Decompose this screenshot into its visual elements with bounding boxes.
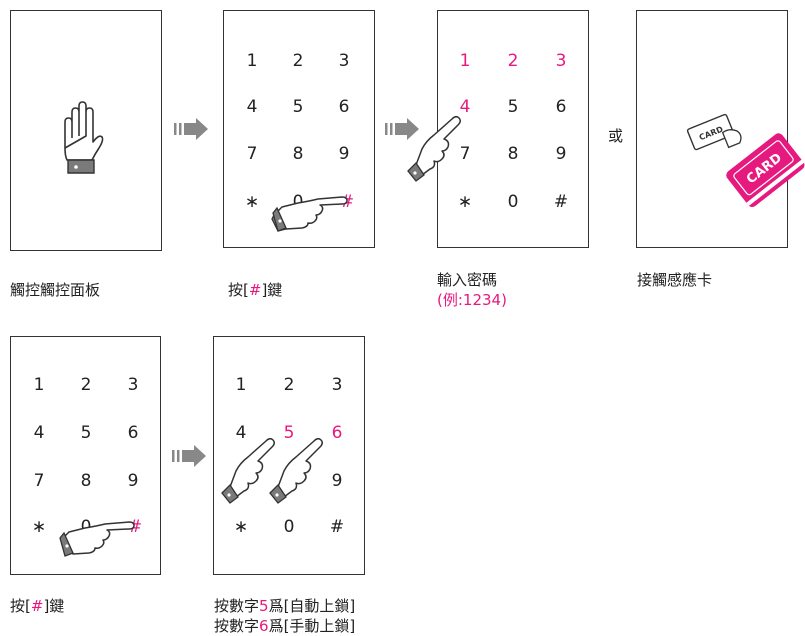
keypad-key-9: 9	[127, 471, 139, 491]
keypad-key-8: 8	[292, 144, 304, 164]
keypad-key-9: 9	[555, 144, 567, 164]
pointing-hand-icon	[407, 115, 462, 182]
card-reader-panel-step4: CARD CARD	[636, 10, 805, 248]
caption-step5-suffix: ]鍵	[43, 597, 65, 615]
pointing-hand-icon	[271, 196, 348, 232]
keypad-key-5: 5	[507, 97, 519, 117]
keypad-key-2: 2	[283, 375, 295, 395]
keypad-key-hash: #	[553, 192, 569, 212]
keypad-key-star: ∗	[233, 517, 249, 537]
keypad-key-0: 0	[283, 517, 295, 537]
caption-step6-line2-num: 6	[259, 617, 269, 635]
keypad-key-2: 2	[292, 51, 304, 71]
caption-step3: 輸入密碼 (例:1234)	[437, 270, 507, 310]
keypad-key-2-highlighted: 2	[507, 51, 519, 71]
caption-step6-line2: 按數字6爲[手動上鎖]	[214, 616, 355, 636]
keypad-key-6: 6	[555, 97, 567, 117]
keypad-key-1: 1	[246, 51, 258, 71]
caption-step1: 觸控觸控面板	[10, 280, 100, 300]
keypad-key-0: 0	[292, 192, 304, 212]
caption-step1-text: 觸控觸控面板	[10, 281, 101, 299]
keypad-key-3: 3	[338, 51, 350, 71]
pointing-hand-icon	[269, 437, 324, 504]
keypad-key-3: 3	[331, 375, 343, 395]
keypad-key-3-highlighted: 3	[555, 51, 567, 71]
keypad-key-9: 9	[331, 471, 343, 491]
card-touch-illustration: CARD CARD	[686, 113, 805, 208]
keypad-key-7: 7	[33, 471, 45, 491]
pointing-hand-icon	[59, 521, 135, 557]
pointing-hand-icon	[221, 437, 276, 504]
caption-step2-prefix: 按[	[228, 281, 249, 299]
keypad-key-3: 3	[127, 375, 139, 395]
keypad-key-4: 4	[246, 97, 258, 117]
keypad-key-5: 5	[292, 97, 304, 117]
caption-step4: 接觸感應卡	[637, 270, 712, 290]
keypad-key-5: 5	[80, 423, 92, 443]
keypad-key-2: 2	[80, 375, 92, 395]
caption-step2: 按[#]鍵	[228, 280, 282, 300]
caption-step2-suffix: ]鍵	[261, 281, 283, 299]
caption-step6-line1-prefix: 按數字	[214, 597, 260, 615]
caption-step6-line2-prefix: 按數字	[214, 617, 260, 635]
caption-step5-key: #	[30, 597, 44, 615]
keypad-panel-step5: 1 2 3 4 5 6 7 8 9 ∗ 0 #	[10, 336, 161, 575]
caption-step3-line1: 輸入密碼	[437, 271, 498, 289]
keypad-key-0: 0	[80, 517, 92, 537]
keypad-key-9: 9	[338, 144, 350, 164]
keypad-key-4: 4	[33, 423, 45, 443]
caption-step5: 按[#]鍵	[10, 596, 64, 616]
next-step-arrow-1	[174, 118, 210, 144]
keypad-key-1-highlighted: 1	[459, 51, 471, 71]
keypad-key-4: 4	[235, 423, 247, 443]
keypad-key-0: 0	[507, 192, 519, 212]
keypad-panel-step2: 1 2 3 4 5 6 7 8 9 ∗ 0 #	[223, 10, 375, 248]
keypad-key-1: 1	[33, 375, 45, 395]
touch-panel-step1	[10, 10, 162, 251]
keypad-key-6: 6	[338, 97, 350, 117]
caption-step2-key: #	[248, 281, 262, 299]
keypad-key-5-highlighted: 5	[283, 423, 295, 443]
caption-step6-line1-num: 5	[259, 597, 269, 615]
raised-hand-icon	[64, 101, 104, 174]
or-label: 或	[608, 127, 624, 145]
caption-step5-prefix: 按[	[10, 597, 31, 615]
caption-step6-line1-suffix: 爲[自動上鎖]	[268, 597, 356, 615]
keypad-panel-step3: 1 2 3 4 5 6 7 8 9 ∗ 0 #	[407, 10, 589, 248]
caption-step6-line1: 按數字5爲[自動上鎖]	[214, 596, 355, 616]
keypad-key-hash: #	[329, 517, 345, 537]
keypad-key-star: ∗	[457, 192, 473, 212]
keypad-key-6: 6	[127, 423, 139, 443]
next-step-arrow-3	[172, 445, 208, 471]
next-step-arrow-2	[385, 118, 421, 144]
caption-step6-line2-suffix: 爲[手動上鎖]	[268, 617, 356, 635]
keypad-key-star: ∗	[31, 517, 47, 537]
keypad-key-7: 7	[246, 144, 258, 164]
keypad-key-8: 8	[507, 144, 519, 164]
keypad-key-8: 8	[80, 471, 92, 491]
caption-step6: 按數字5爲[自動上鎖] 按數字6爲[手動上鎖]	[214, 596, 355, 636]
keypad-key-7: 7	[459, 144, 471, 164]
keypad-key-1: 1	[235, 375, 247, 395]
caption-step3-example: (例:1234)	[437, 291, 507, 309]
keypad-key-star: ∗	[244, 192, 260, 212]
keypad-panel-step6: 1 2 3 4 5 6 7 8 9 ∗ 0 #	[213, 336, 365, 575]
keypad-key-6-highlighted: 6	[331, 423, 343, 443]
caption-step4-text: 接觸感應卡	[637, 271, 713, 289]
keypad-key-4-highlighted: 4	[459, 97, 471, 117]
